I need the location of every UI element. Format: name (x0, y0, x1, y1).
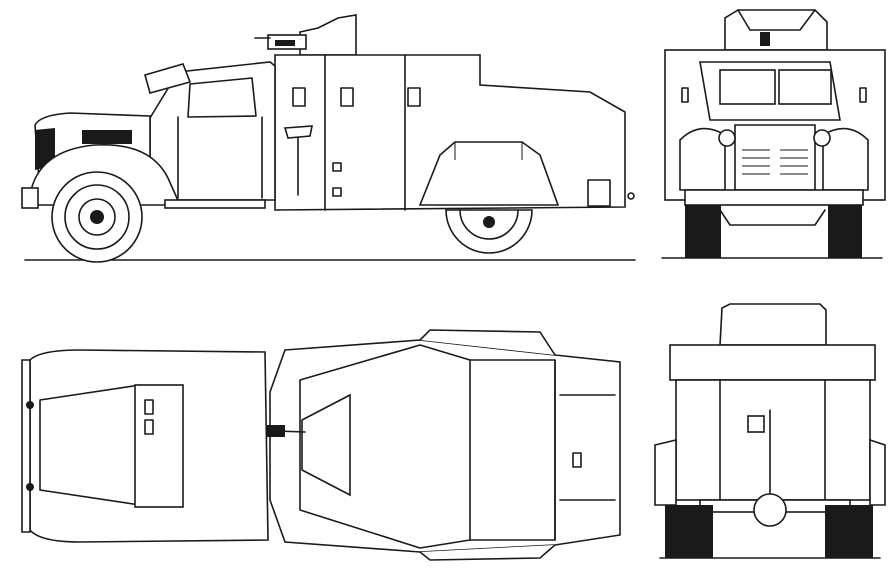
vision-slit (340, 87, 354, 107)
wheel-right-front (828, 205, 862, 258)
turret-rear (719, 303, 827, 346)
top-view (21, 329, 621, 561)
running-board (164, 199, 266, 209)
bumper-front (684, 189, 864, 206)
side-view (21, 14, 636, 263)
turret-top (301, 393, 351, 497)
fender-right-front (822, 127, 869, 191)
front-view (661, 9, 886, 259)
turret-side (254, 14, 357, 56)
rear-wheel-side (445, 209, 533, 254)
bumper-top (21, 359, 31, 533)
vision-slit (407, 87, 421, 107)
fender-left-rear (654, 438, 677, 506)
axe-tool (283, 125, 313, 196)
armored-hull-rear (675, 379, 871, 501)
wheel-left-front (685, 205, 721, 258)
hatch-open (144, 63, 192, 94)
vision-slit (292, 87, 306, 107)
spare-wheel (753, 493, 787, 527)
cab-window (187, 77, 257, 118)
front-bumper (21, 187, 39, 209)
rear-box (587, 179, 611, 207)
fender-right-rear (869, 438, 886, 506)
wheel-left-rear (665, 505, 713, 558)
rear-vision-port (747, 415, 765, 433)
fender-top-lower (419, 544, 556, 561)
wheel-right-rear (825, 505, 873, 558)
cab-top (134, 384, 184, 508)
windshield-left (719, 69, 776, 105)
headlight-right (813, 129, 831, 147)
hull-top-rear (669, 344, 876, 381)
windshield-right (778, 69, 832, 105)
rear-view (654, 303, 886, 559)
fender-left-front (679, 127, 726, 191)
fender-top-upper (419, 329, 556, 356)
front-wheel-side (51, 171, 143, 263)
headlight-left (718, 129, 736, 147)
